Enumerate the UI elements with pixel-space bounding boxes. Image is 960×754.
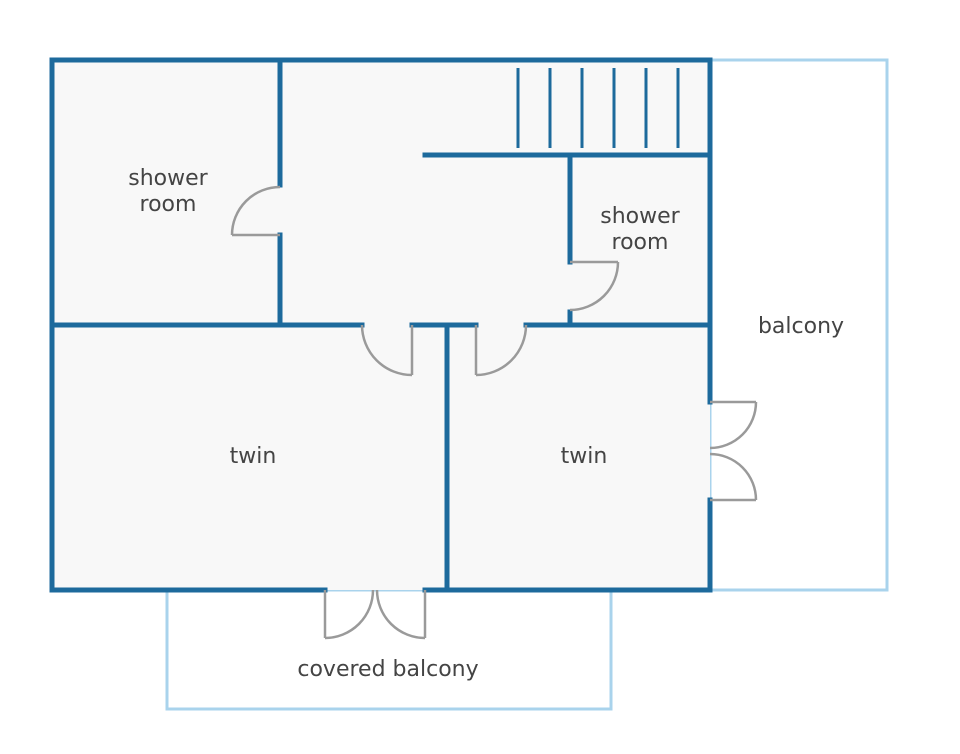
doors [230, 185, 758, 640]
covered-balcony-outline [165, 588, 613, 711]
stairs-icon [516, 68, 680, 148]
shower-room-right-label-line2: room [612, 230, 669, 255]
walls [49, 57, 713, 593]
door-swing-icon [230, 185, 281, 237]
door-swing-icon [323, 589, 427, 640]
door-swing-icon [709, 400, 758, 502]
door-swing-icon [474, 324, 528, 377]
shower-room-left-label-line1: shower [128, 166, 208, 191]
covered-balcony-label: covered balcony [297, 657, 478, 682]
balcony-outline [708, 58, 889, 592]
twin-left-label: twin [230, 444, 277, 469]
twin-right-label: twin [561, 444, 608, 469]
shower-room-left-label-line2: room [140, 192, 197, 217]
balcony-label: balcony [758, 314, 844, 339]
shower-room-right-label-line1: shower [600, 204, 680, 229]
door-swing-icon [569, 260, 620, 312]
door-swing-icon [360, 324, 414, 377]
